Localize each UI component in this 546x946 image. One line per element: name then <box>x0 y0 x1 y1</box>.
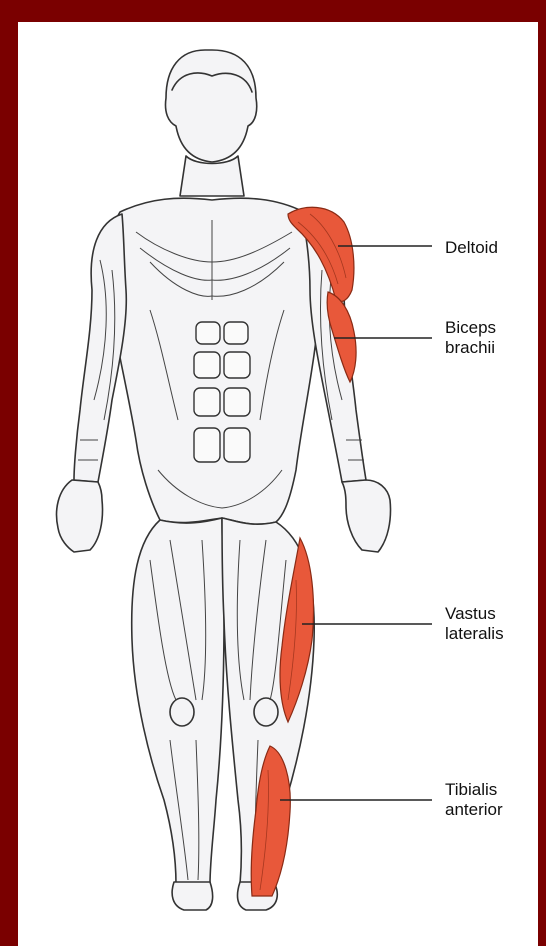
label-biceps-line2: brachii <box>445 338 496 358</box>
knee-right <box>254 698 278 726</box>
knee-left <box>170 698 194 726</box>
hand-right <box>342 480 391 552</box>
head-outline <box>165 50 256 162</box>
label-tibialis: Tibialis anterior <box>445 780 503 820</box>
label-biceps-line1: Biceps <box>445 318 496 338</box>
arm-left <box>74 214 126 482</box>
label-vastus-line1: Vastus <box>445 604 504 624</box>
hand-left <box>57 480 103 552</box>
label-tibialis-line2: anterior <box>445 800 503 820</box>
label-deltoid: Deltoid <box>445 238 498 258</box>
foot-left <box>172 882 212 910</box>
label-vastus: Vastus lateralis <box>445 604 504 644</box>
label-vastus-line2: lateralis <box>445 624 504 644</box>
label-tibialis-line1: Tibialis <box>445 780 503 800</box>
label-deltoid-line1: Deltoid <box>445 238 498 258</box>
label-biceps: Biceps brachii <box>445 318 496 358</box>
